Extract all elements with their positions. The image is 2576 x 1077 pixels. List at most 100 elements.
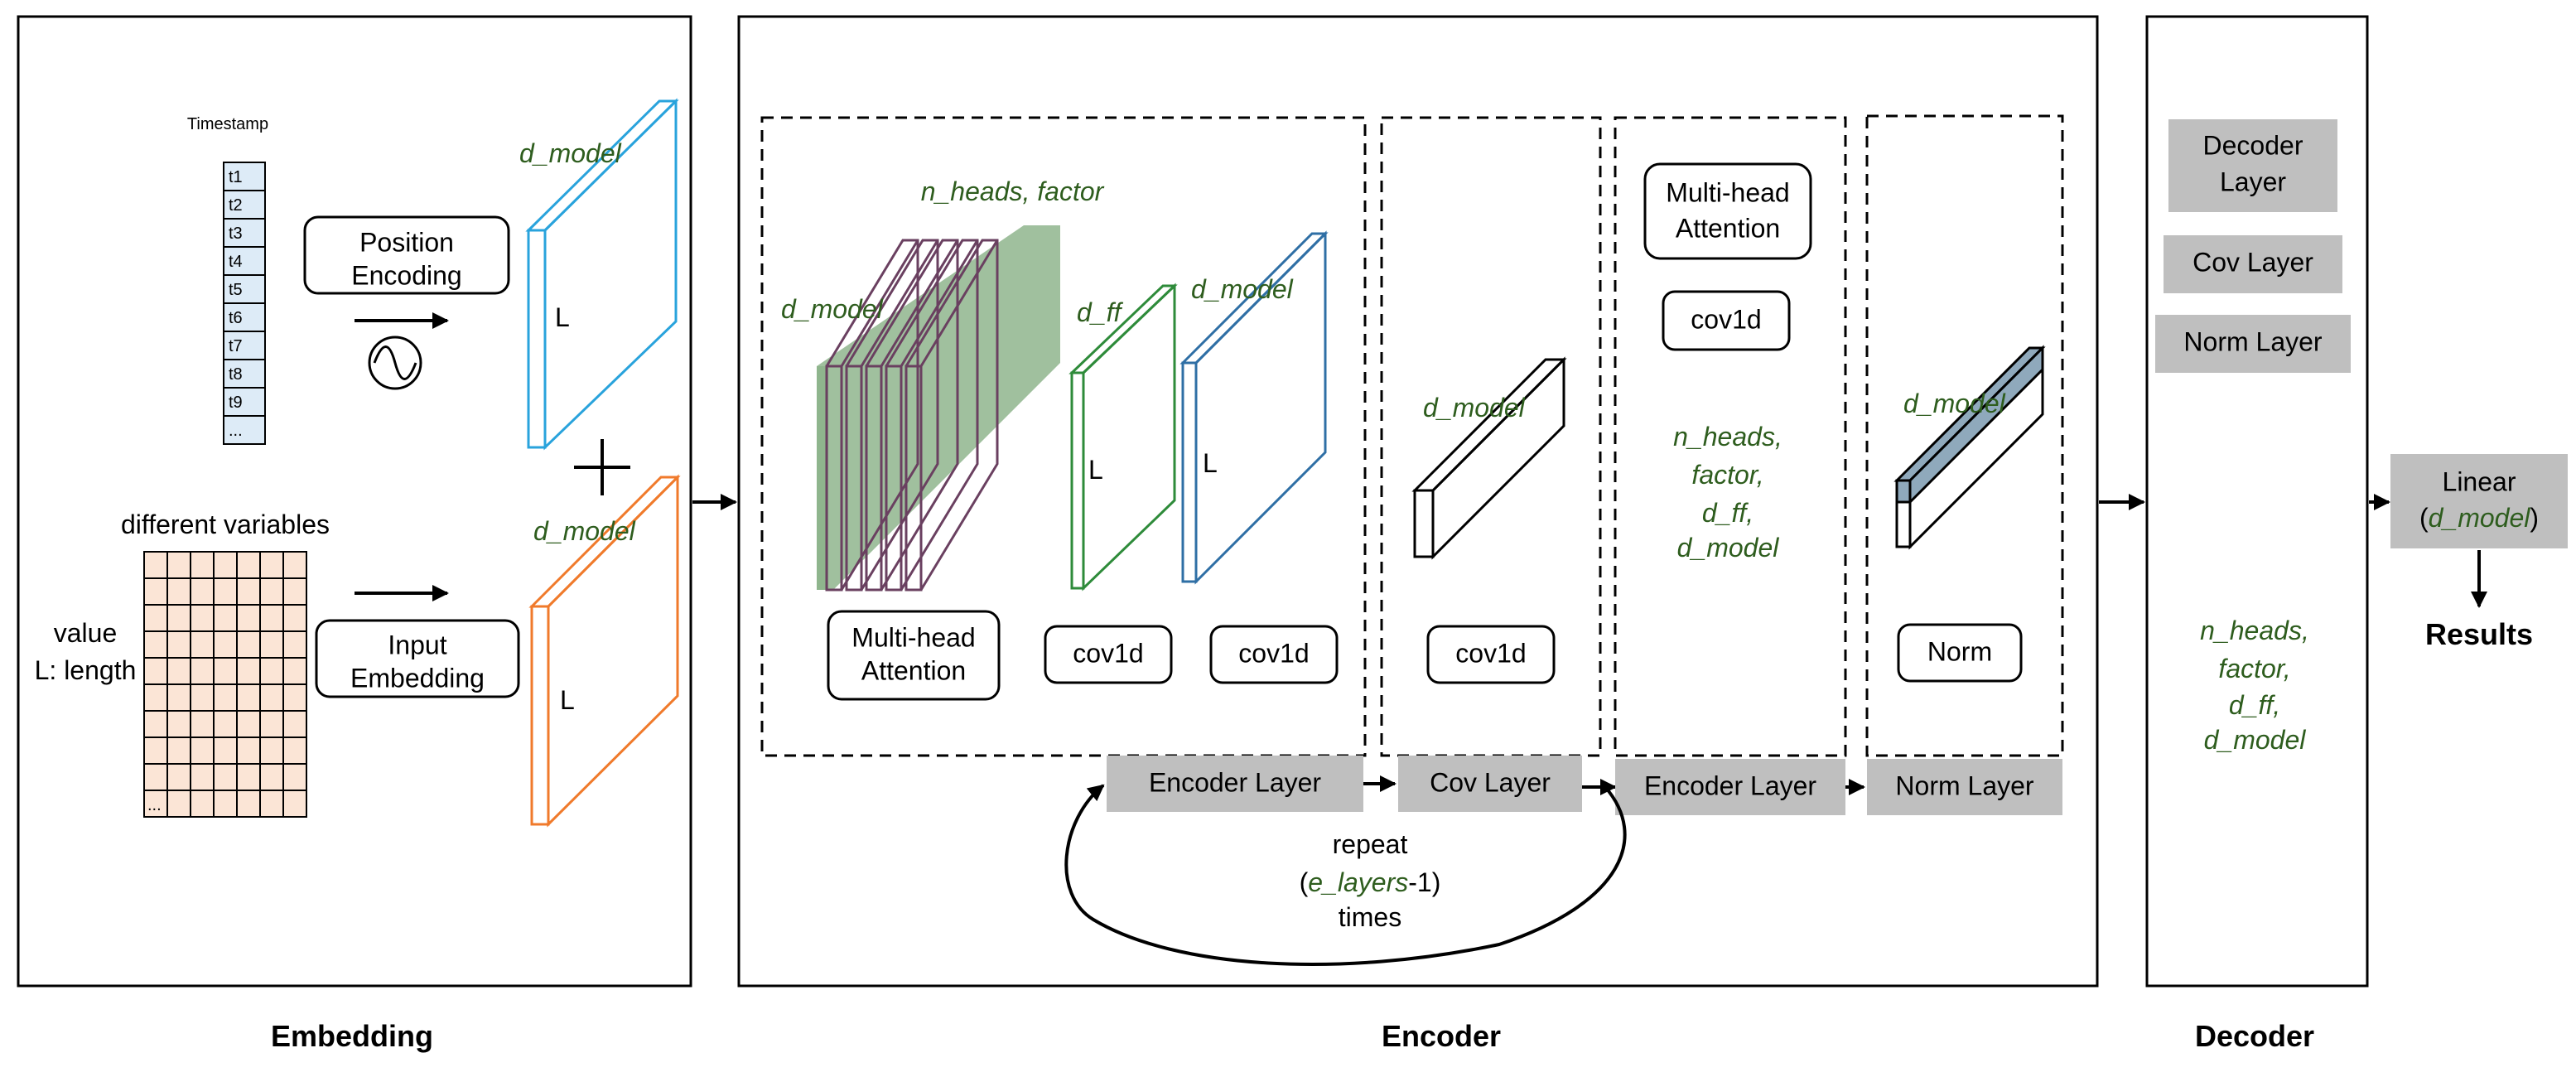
grid-cell (213, 763, 238, 791)
grid-cell (143, 551, 168, 579)
grid-cell (213, 551, 238, 579)
repeat-count-label: (e_layers-1) (1300, 867, 1441, 897)
norm-layer-dashed-group (1865, 114, 2064, 757)
timestamp-text: ... (229, 422, 243, 440)
norm-layer-bar (1867, 759, 2062, 815)
position-encoding-label: Position (359, 227, 454, 257)
grid-cell (213, 710, 238, 738)
encoder-section-title: Encoder (1382, 1019, 1501, 1053)
dff-plane-L: L (1088, 455, 1103, 485)
timestamp-cell (223, 246, 266, 276)
grid-cell (282, 577, 307, 606)
n-heads-factor-label: n_heads, factor (921, 176, 1105, 206)
encoder-param-4: d_model (1677, 533, 1780, 563)
timestamp-cell (223, 387, 266, 417)
timestamp-text: t2 (229, 196, 243, 215)
grid-cell (190, 630, 215, 659)
encoder-param-2: factor, (1691, 460, 1763, 490)
norm-layer-bar-label: Norm Layer (1895, 770, 2034, 800)
grid-cell (143, 577, 168, 606)
grid-cell (213, 657, 238, 685)
repeat-times-label: times (1339, 902, 1401, 932)
grid-cell (143, 683, 168, 712)
attention-head-edge (880, 239, 959, 367)
grid-cell (282, 657, 307, 685)
grid-cell (190, 790, 215, 818)
encoder-param-1: n_heads, (1673, 422, 1782, 452)
encoder-panel (737, 15, 2099, 988)
grid-cell (166, 630, 191, 659)
grid-cell (143, 657, 168, 685)
grid-cell (213, 790, 238, 818)
timestamp-cell (223, 218, 266, 248)
plus-icon (574, 439, 630, 495)
dmodel-plane-label: d_model (1191, 274, 1294, 304)
grid-cell (213, 604, 238, 632)
encoder-layer-bar (1107, 756, 1363, 812)
attention-head-edge (840, 239, 919, 367)
linear-param-label: (d_model) (2419, 503, 2539, 533)
cov1d-label-enc2: cov1d (1691, 304, 1761, 334)
grid-cell (236, 577, 261, 606)
grid-cell (166, 737, 191, 765)
multi-head-attention-label-2: Attention (861, 655, 966, 685)
grid-cell (282, 737, 307, 765)
attention-head-edge (860, 239, 939, 367)
dmodel-plane-L: L (1203, 448, 1218, 478)
timestamp-text: t1 (229, 168, 243, 186)
grid-cell (259, 577, 284, 606)
grid-cell (213, 683, 238, 712)
encoder-layer-bar-2 (1615, 759, 1845, 815)
attention-head-edge (900, 239, 979, 367)
decoder-panel (2145, 15, 2369, 988)
timestamp-text: t4 (229, 253, 243, 271)
grid-cell (236, 604, 261, 632)
cov-layer-dashed-group (1380, 116, 1602, 757)
grid-ellipsis: ... (147, 796, 162, 814)
timestamp-cell (223, 331, 266, 360)
grid-cell (259, 630, 284, 659)
grid-cell (259, 683, 284, 712)
decoder-param-4: d_model (2204, 725, 2307, 755)
cov1d-box-cov (1426, 625, 1556, 684)
grid-cell (236, 683, 261, 712)
grid-cell (166, 551, 191, 579)
grid-cell (236, 630, 261, 659)
position-plane-d-model: d_model (519, 138, 622, 168)
grid-cell (282, 763, 307, 791)
grid-cell (213, 577, 238, 606)
grid-cell (143, 763, 168, 791)
timestamp-text: t5 (229, 281, 243, 299)
decoder-param-2: factor, (2218, 654, 2290, 683)
grid-cell (190, 657, 215, 685)
encoder-param-3: d_ff, (1702, 498, 1754, 528)
grid-cell (282, 683, 307, 712)
attention-heads-stack (817, 225, 1060, 592)
encoder-layer-2-dashed-group (1614, 116, 1847, 757)
cov-layer-bar (1398, 756, 1582, 812)
decoder-cov-layer-label: Cov Layer (2192, 247, 2313, 277)
cov1d-label-ff: cov1d (1073, 638, 1143, 668)
repeat-label: repeat (1333, 829, 1408, 859)
cov1d-box-model (1209, 625, 1339, 684)
multi-head-attention-label-3: Multi-head (1666, 177, 1789, 207)
multi-head-attention-box-2 (1643, 162, 1812, 260)
grid-cell (236, 657, 261, 685)
linear-box (2390, 454, 2568, 548)
timestamp-cell (223, 415, 266, 445)
grid-cell (143, 630, 168, 659)
input-embedding-label-2: Embedding (350, 663, 485, 693)
timestamp-column: t1t2t3t4t5t6t7t8t9... (223, 162, 266, 445)
timestamp-cell (223, 359, 266, 389)
attention-head-edge (919, 239, 999, 367)
grid-cell (236, 763, 261, 791)
cov-d-model: d_model (1423, 393, 1526, 423)
grid-cell (213, 630, 238, 659)
encoder-layer-dashed-group (760, 116, 1367, 757)
cov1d-label-model: cov1d (1238, 638, 1309, 668)
grid-cell (282, 710, 307, 738)
grid-cell (236, 737, 261, 765)
grid-cell (259, 604, 284, 632)
grid-cell (166, 683, 191, 712)
attention-d-model: d_model (781, 294, 884, 324)
